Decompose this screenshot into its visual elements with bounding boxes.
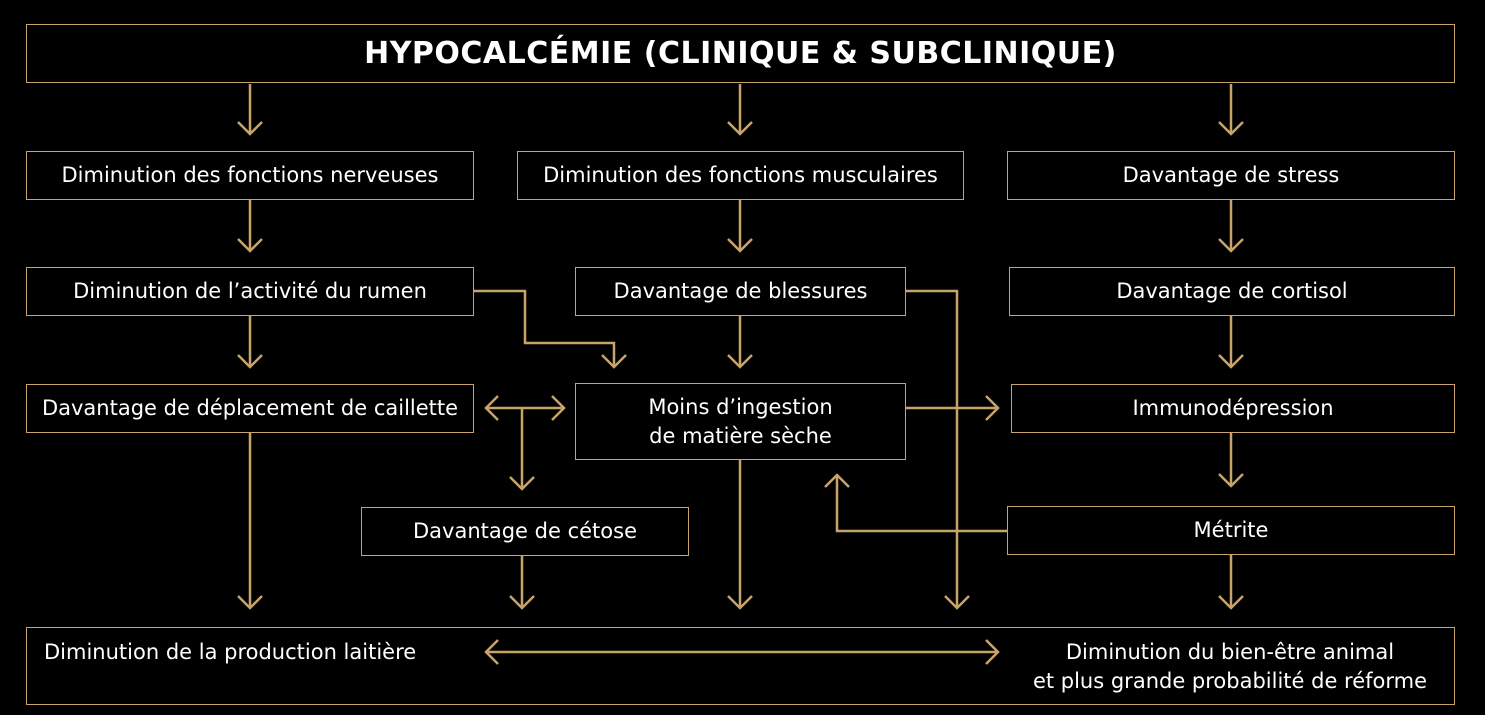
node-activite-rumen: Diminution de l’activité du rumen: [26, 267, 474, 316]
node-blessures: Davantage de blessures: [575, 267, 906, 316]
node-metrite: Métrite: [1007, 506, 1455, 555]
arrow-metrite-ingestion: [835, 475, 1008, 533]
diagram-title: HYPOCALCÉMIE (CLINIQUE & SUBCLINIQUE): [26, 24, 1455, 83]
node-fonctions-musculaires: Diminution des fonctions musculaires: [517, 151, 964, 200]
node-cetose: Davantage de cétose: [361, 507, 689, 556]
arrow-rumen-ingestion: [474, 289, 616, 367]
node-ingestion-matiere-seche: Moins d’ingestion de matière sèche: [575, 383, 906, 460]
node-immunodepression: Immunodépression: [1011, 384, 1455, 433]
node-stress: Davantage de stress: [1007, 151, 1455, 200]
node-bien-etre-reforme: Diminution du bien-être animal et plus g…: [1032, 640, 1428, 693]
bottom-outcome-box: [26, 627, 1455, 705]
node-cortisol: Davantage de cortisol: [1009, 267, 1455, 316]
node-fonctions-nerveuses: Diminution des fonctions nerveuses: [26, 151, 474, 200]
node-deplacement-caillette: Davantage de déplacement de caillette: [26, 384, 474, 433]
arrow-blessures-bottom: [906, 289, 959, 608]
node-production-laitiere: Diminution de la production laitière: [44, 640, 417, 664]
